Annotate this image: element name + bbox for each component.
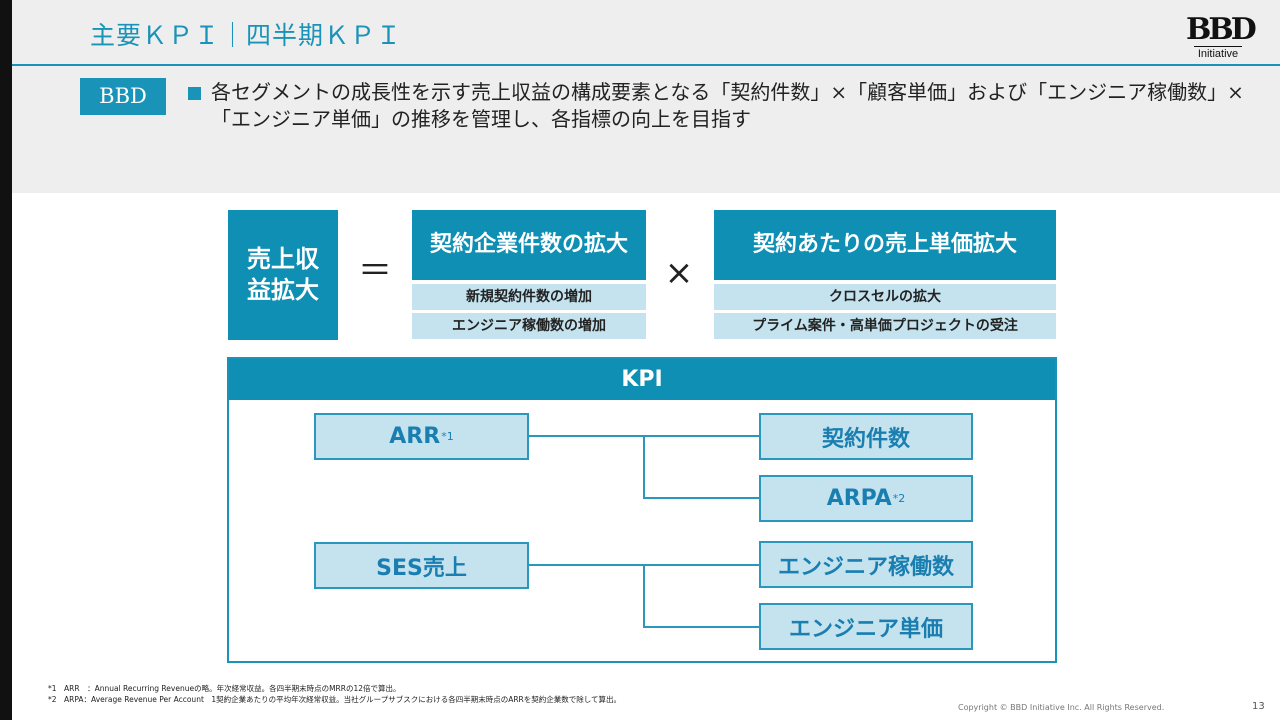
prime-projects-item: プライム案件・高単価プロジェクトの受注 xyxy=(714,313,1056,339)
cross-sell-item: クロスセルの拡大 xyxy=(714,284,1056,310)
multiply-sign: × xyxy=(664,253,694,293)
logo-divider xyxy=(1194,46,1242,47)
copyright: Copyright © BBD Initiative Inc. All Righ… xyxy=(958,703,1165,712)
arr-label: ARR xyxy=(389,424,441,449)
segment-badge: BBD xyxy=(80,78,166,115)
header-band xyxy=(12,0,1280,193)
equals-sign: ＝ xyxy=(358,251,392,291)
footnote-2: *2 ARPA：Average Revenue Per Account 1契約企… xyxy=(48,695,622,704)
ses-revenue-box: SES売上 xyxy=(314,542,529,589)
arpa-box: ARPA*2 xyxy=(759,475,973,522)
company-logo: BBD Initiative xyxy=(1186,12,1257,61)
engineer-count-box: エンジニア稼働数 xyxy=(759,541,973,588)
summary-text: 各セグメントの成長性を示す売上収益の構成要素となる「契約件数」×「顧客単価」およ… xyxy=(211,80,1244,131)
arpa-label: ARPA xyxy=(826,486,892,511)
slide-title: 主要ＫＰＩ｜四半期ＫＰＩ xyxy=(90,21,403,50)
logo-subtext: Initiative xyxy=(1197,48,1239,60)
arr-box: ARR*1 xyxy=(314,413,529,460)
kpi-title: KPI xyxy=(229,359,1055,400)
revenue-growth-box: 売上収益拡大 xyxy=(228,210,338,340)
unit-price-header: 契約あたりの売上単価拡大 xyxy=(714,210,1056,280)
title-divider xyxy=(12,64,1280,66)
engineer-count-item: エンジニア稼働数の増加 xyxy=(412,313,646,339)
arpa-footnote-mark: *2 xyxy=(892,492,906,505)
bullet-square-icon xyxy=(188,87,201,100)
left-accent-bar xyxy=(0,0,12,720)
engineer-price-box: エンジニア単価 xyxy=(759,603,973,650)
footnote-1: *1 ARR ：Annual Recurring Revenueの略。年次経常収… xyxy=(48,684,401,693)
logo-mark: BBD xyxy=(1186,12,1257,47)
arr-footnote-mark: *1 xyxy=(441,430,454,443)
contract-growth-header: 契約企業件数の拡大 xyxy=(412,210,646,280)
new-contracts-item: 新規契約件数の増加 xyxy=(412,284,646,310)
contracts-box: 契約件数 xyxy=(759,413,973,460)
page-number: 13 xyxy=(1252,701,1265,712)
footnotes: *1 ARR ：Annual Recurring Revenueの略。年次経常収… xyxy=(48,683,621,705)
